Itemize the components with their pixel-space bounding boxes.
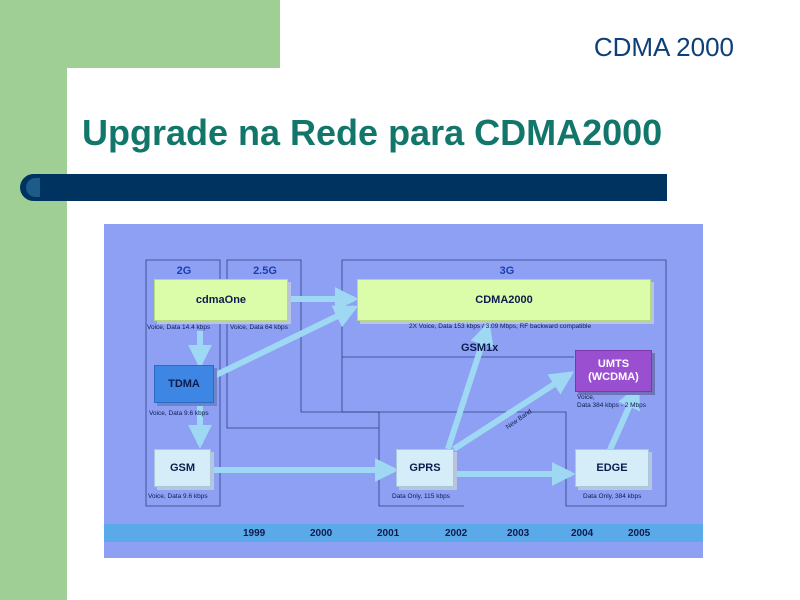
gen-label-2g: 2G: [176, 265, 192, 277]
node-cdma2000: CDMA2000: [357, 279, 651, 321]
year-2003: 2003: [507, 528, 530, 539]
note-gsm: Voice, Data 9.6 kbps: [148, 493, 208, 500]
year-2001: 2001: [377, 528, 400, 539]
arrow-gprs-cdma2000: [445, 321, 494, 450]
note-gprs: Data Only, 115 kbps: [392, 493, 450, 500]
network-upgrade-diagram: 2G 2.5G 3G cdmaOne Voice, Data 14.4 kbps…: [104, 224, 703, 558]
gen-label-3g: 3G: [499, 265, 515, 277]
header-label: CDMA 2000: [593, 32, 734, 62]
arrow-tdma-cdma2000: [212, 305, 359, 379]
note-umts-line-1: Voice,: [577, 394, 595, 401]
note-umts-line-2: Data 384 kbps - 2 Mbps: [577, 402, 647, 409]
year-1999: 1999: [243, 528, 266, 539]
node-gsm: GSM: [154, 449, 211, 487]
note-edge: Data Only, 384 kbps: [583, 493, 642, 500]
year-2002: 2002: [445, 528, 468, 539]
slide-title: Upgrade na Rede para CDMA2000: [82, 112, 663, 153]
content-corner: [67, 68, 367, 188]
year-2004: 2004: [571, 528, 594, 539]
diagram-lines: [145, 259, 667, 507]
gen-3g-border: [341, 259, 667, 507]
node-umts: UMTS (WCDMA): [575, 350, 652, 392]
node-cdmaone: cdmaOne: [154, 279, 288, 321]
year-2005: 2005: [628, 528, 651, 539]
arrow-gprs-umts: [452, 371, 575, 452]
timeline-bar: [104, 524, 703, 542]
note-cdmaone: Voice, Data 14.4 kbps: [147, 324, 211, 331]
edge-border: [378, 428, 464, 507]
node-edge: EDGE: [575, 449, 649, 487]
node-gprs: GPRS: [396, 449, 454, 487]
year-2000: 2000: [310, 528, 333, 539]
note-tdma: Voice, Data 9.6 kbps: [149, 410, 209, 417]
umts-line-1: UMTS: [597, 358, 630, 370]
arrow-edge-umts: [606, 384, 641, 454]
umts-line-2: (WCDMA): [588, 371, 639, 383]
top-green-block: [67, 0, 280, 68]
note-25g: Voice, Data 64 kbps: [230, 324, 288, 331]
side-green-bar: [0, 0, 67, 600]
gen-2g-border: [145, 259, 221, 507]
gen-label-25g: 2.5G: [253, 265, 277, 277]
node-tdma: TDMA: [154, 365, 214, 403]
note-cdma2000: 2X Voice, Data 153 kbps / 3.09 Mbps, RF …: [409, 323, 592, 330]
note-umts: Voice, Data 384 kbps - 2 Mbps: [577, 394, 646, 410]
title-rule: [20, 174, 667, 201]
label-gsm1x: GSM1x: [461, 342, 499, 354]
